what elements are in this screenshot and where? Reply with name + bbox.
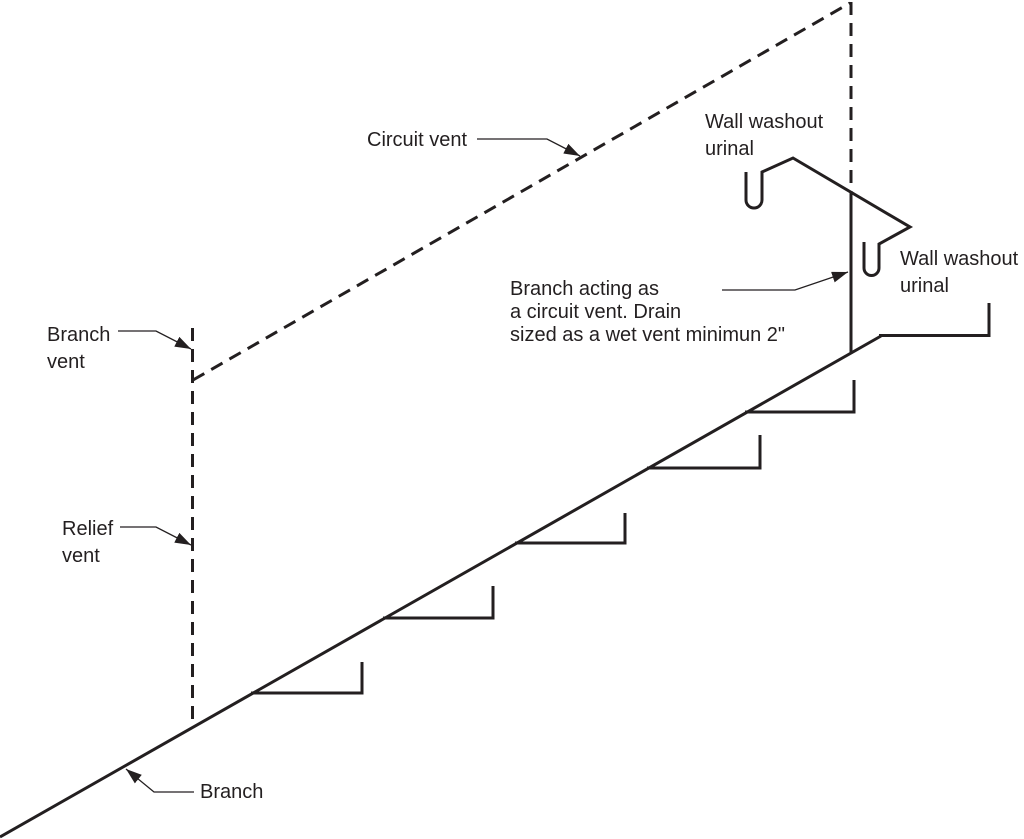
branch-drain-line [0, 334, 882, 839]
wall-washout-urinal-right-label-line2: urinal [900, 275, 949, 297]
branch-label: Branch [200, 781, 264, 803]
fixture-connection-2 [383, 586, 495, 620]
relief-vent-leader-arrow [120, 526, 192, 546]
branch-vent-label-line1: Branch [47, 324, 111, 346]
wall-washout-urinal-top-label: Wall washout urinal [705, 109, 823, 163]
fixture-connection-1 [251, 662, 364, 695]
urinal-traps-symbol [744, 156, 914, 277]
fixture-connection-3 [515, 513, 627, 545]
relief-vent-label-line2: vent [62, 545, 100, 567]
fixture-connection-4 [647, 435, 762, 470]
circuit-vent-line [192, 1, 851, 382]
fixture-connection-6 [879, 303, 991, 337]
wall-washout-urinal-top-label-line2: urinal [705, 138, 754, 160]
wet-vent-note-leader-arrow [722, 271, 849, 291]
branch-vent-leader-arrow [118, 330, 192, 350]
branch-vent-label: Branch vent [47, 322, 110, 376]
wet-vent-note-line3: sized as a wet vent minimun 2" [510, 324, 785, 346]
wall-washout-urinal-right-label: Wall washout urinal [900, 246, 1018, 300]
fixture-connection-5 [745, 380, 856, 414]
wall-washout-urinal-top-label-line1: Wall washout [705, 111, 824, 133]
wall-washout-urinal-right-label-line1: Wall washout [900, 248, 1019, 270]
relief-vent-label: Relief vent [62, 516, 113, 570]
wet-vent-note-label: Branch acting as a circuit vent. Drain s… [510, 278, 785, 347]
branch-leader-arrow [125, 768, 194, 793]
circuit-vent-label: Circuit vent [367, 129, 468, 151]
branch-vent-label-line2: vent [47, 351, 85, 373]
wet-vent-note-line2: a circuit vent. Drain [510, 301, 682, 323]
wet-vent-note-line1: Branch acting as [510, 278, 659, 300]
circuit-vent-leader-arrow [477, 138, 581, 157]
relief-vent-label-line1: Relief [62, 518, 114, 540]
